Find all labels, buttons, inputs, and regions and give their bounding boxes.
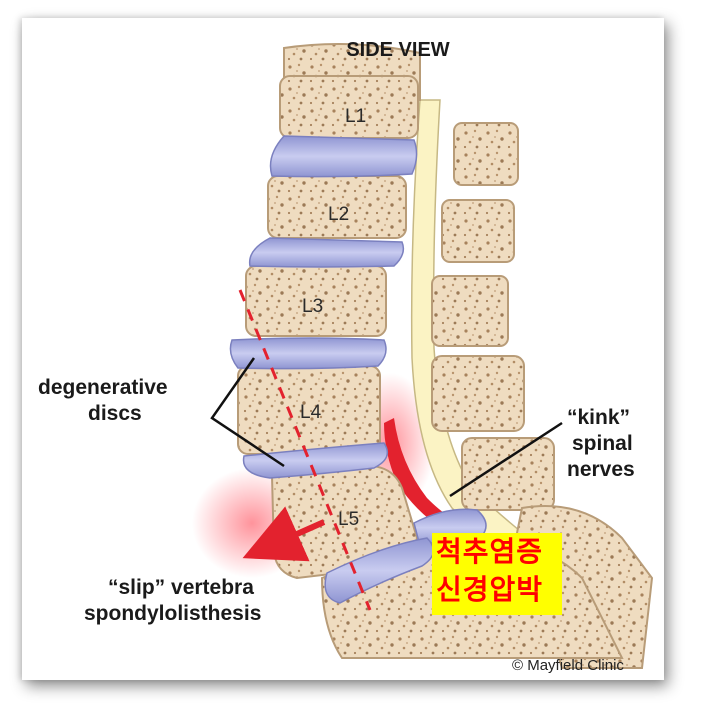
korean-annotation: 척추염증 신경압박 bbox=[432, 533, 562, 615]
kink-label-line3: nerves bbox=[567, 458, 635, 481]
vertebra-label-l2: L2 bbox=[328, 204, 349, 225]
intervertebral-discs bbox=[229, 135, 487, 604]
slip-label-line2: spondylolisthesis bbox=[84, 602, 261, 625]
degenerative-label-line2: discs bbox=[88, 402, 142, 425]
diagram-frame: SIDE VIEW L1 L2 L3 L4 L5 degenerative di… bbox=[22, 18, 664, 680]
kink-leader bbox=[449, 421, 563, 498]
alignment-dashed-line bbox=[238, 289, 372, 611]
copyright-text: © Mayfield Clinic bbox=[512, 657, 624, 674]
diagram-title: SIDE VIEW bbox=[346, 39, 449, 61]
spine-illustration: SIDE VIEW L1 L2 L3 L4 L5 degenerative di… bbox=[38, 39, 654, 674]
vertebra-label-l4: L4 bbox=[300, 402, 322, 423]
kink-label-line1: “kink” bbox=[567, 406, 630, 429]
slip-arrow bbox=[242, 506, 326, 562]
korean-line-inflammation: 척추염증 bbox=[436, 535, 544, 568]
korean-line-compression: 신경압박 bbox=[436, 573, 544, 606]
kink-label-line2: spinal bbox=[572, 432, 633, 455]
vertebra-label-l3: L3 bbox=[302, 296, 323, 317]
vertebra-label-l5: L5 bbox=[338, 509, 359, 530]
slip-label-line1: “slip” vertebra bbox=[108, 576, 254, 599]
degenerative-leader bbox=[210, 357, 285, 468]
degenerative-label-line1: degenerative bbox=[38, 376, 168, 399]
vertebra-label-l1: L1 bbox=[345, 106, 366, 127]
